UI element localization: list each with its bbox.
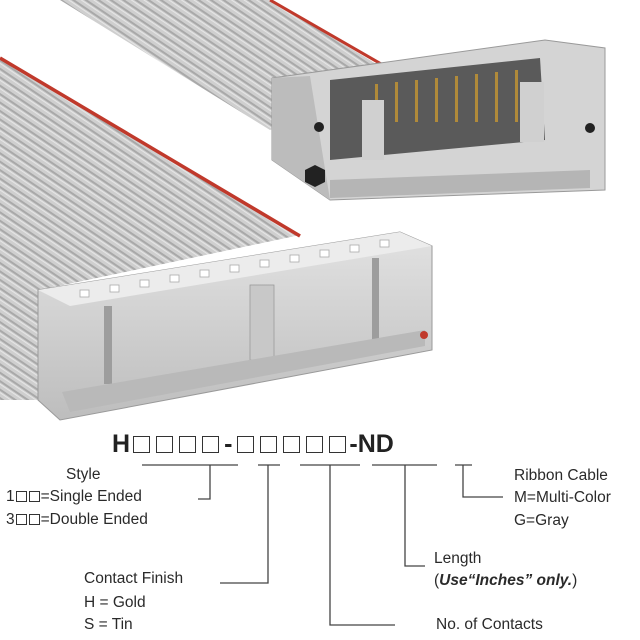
contact-finish-gold: H = Gold — [84, 594, 146, 611]
style-box-1 — [133, 435, 151, 453]
style-double-text: =Double Ended — [40, 511, 148, 528]
style-double: 3 =Double Ended — [6, 511, 148, 529]
part-number-suffix: -ND — [349, 429, 394, 458]
ribbon-cable-title: Ribbon Cable — [514, 467, 608, 484]
style-title: Style — [66, 466, 101, 483]
ribbon-cable-front-stripe — [0, 56, 301, 238]
part-number-prefix: H — [112, 429, 131, 458]
length-note-close: ) — [572, 572, 578, 589]
part-number-dash: - — [224, 429, 233, 458]
contact-finish-tin: S = Tin — [84, 616, 133, 633]
ribbon-cable-gray: G=Gray — [514, 512, 569, 529]
style-single-box-2 — [28, 491, 40, 502]
box-header-connector — [271, 39, 606, 201]
length-box-1 — [283, 435, 301, 453]
length-title: Length — [434, 550, 482, 567]
ribbon-cable-front — [0, 58, 300, 400]
style-double-prefix: 3 — [6, 511, 15, 528]
style-single-prefix: 1 — [6, 488, 15, 505]
part-number: H - -ND — [112, 428, 394, 460]
cable-assembly-illustration — [0, 0, 606, 421]
idc-socket-connector — [37, 231, 433, 421]
length-note: (Use“Inches” only.) — [434, 572, 577, 590]
length-note-open: ( — [434, 572, 440, 589]
style-box-2 — [156, 435, 174, 453]
style-single-text: =Single Ended — [40, 488, 142, 505]
length-note-body: Use“Inches” only. — [439, 572, 573, 589]
contacts-box-2 — [260, 435, 278, 453]
length-box-2 — [306, 435, 324, 453]
style-box-3 — [179, 435, 197, 453]
style-double-box-2 — [28, 514, 40, 525]
contacts-title: No. of Contacts — [436, 616, 543, 633]
ribbon-cable-multi: M=Multi-Color — [514, 489, 611, 506]
style-single-box-1 — [15, 491, 27, 502]
contact-finish-title: Contact Finish — [84, 570, 184, 587]
finish-box — [202, 435, 220, 453]
contacts-box-1 — [237, 435, 255, 453]
style-double-box-1 — [15, 514, 27, 525]
cable-box — [329, 435, 347, 453]
style-single: 1 =Single Ended — [6, 488, 142, 506]
